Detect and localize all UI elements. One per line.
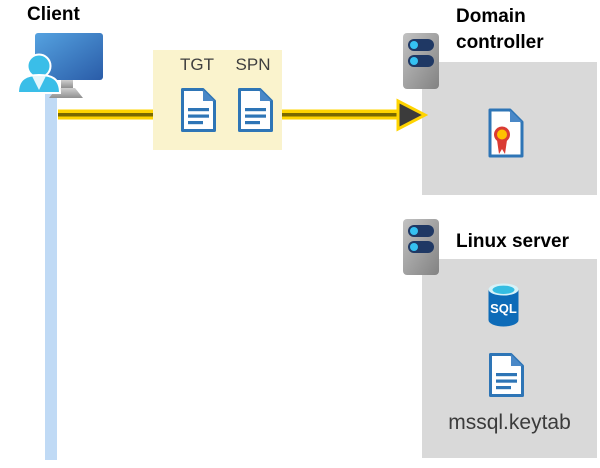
linux-server-icon [403,219,439,275]
keytab-document-icon [489,353,524,397]
person-collar [32,76,46,90]
linux-server-label: Linux server [456,231,569,252]
certificate-ribbon [497,140,507,154]
ticket-box: TGT SPN [153,50,282,150]
client-workstation-icon [16,33,103,98]
linux-server-panel: SQL mssql.keytab [422,259,597,458]
tgt-label: TGT [180,55,214,74]
client-lifeline [45,93,57,460]
spn-document-icon [238,88,273,132]
domain-controller-panel [422,62,597,195]
client-label: Client [27,4,80,25]
certificate-icon [488,108,524,158]
keytab-filename: mssql.keytab [448,411,571,434]
spn-label: SPN [235,55,271,74]
sql-text: SQL [490,301,517,316]
domain-controller-server-icon [403,33,439,89]
tgt-document-icon [181,88,216,132]
monitor-stand-neck [61,80,73,88]
sql-database-icon: SQL [488,283,519,327]
domain-controller-label: Domain controller [456,6,544,53]
monitor-icon [35,33,103,80]
